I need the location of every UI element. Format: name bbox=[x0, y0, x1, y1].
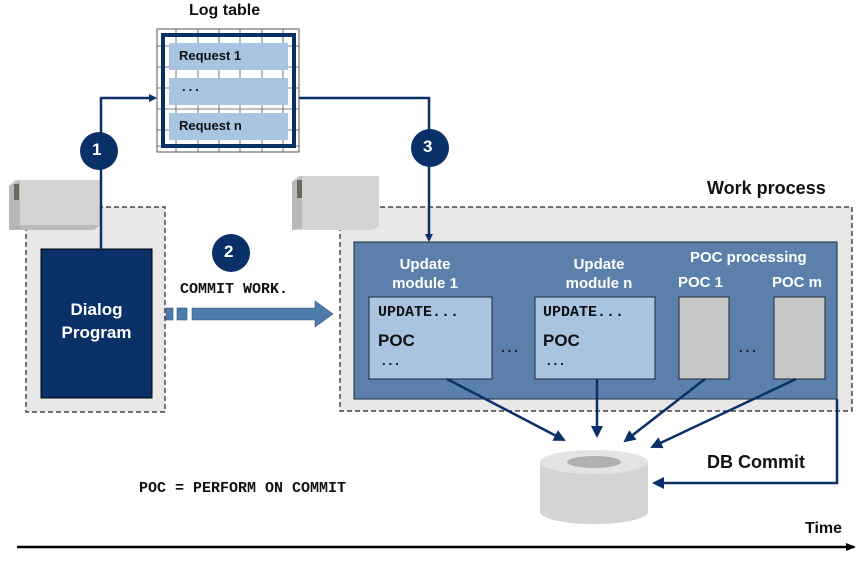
update-module-n-box bbox=[534, 296, 656, 380]
update-module-n-more: ... bbox=[547, 353, 567, 368]
update-module-n-title-line-2: module n bbox=[565, 275, 633, 292]
poc-1-box bbox=[678, 296, 730, 380]
update-module-n-title-line-1: Update bbox=[573, 256, 625, 273]
commit-work-label: COMMIT WORK. bbox=[180, 281, 289, 298]
server-icon bbox=[292, 176, 379, 230]
update-module-1-title: Update module 1 bbox=[369, 255, 481, 293]
log-row-1 bbox=[169, 43, 288, 70]
poc-processing-title: POC processing bbox=[690, 249, 807, 266]
log-row-2 bbox=[169, 78, 288, 105]
dialog-program-box bbox=[40, 248, 153, 399]
connector-step-3 bbox=[299, 96, 433, 242]
db-commit-label: DB Commit bbox=[707, 452, 805, 472]
dialog-program-label: Dialog Program bbox=[41, 298, 152, 344]
log-table bbox=[156, 28, 300, 153]
poc-ellipsis: ... bbox=[739, 340, 759, 355]
poc-1-label: POC 1 bbox=[678, 274, 724, 291]
log-row-3 bbox=[169, 113, 288, 140]
log-row-label: ... bbox=[182, 79, 202, 94]
step-2-badge bbox=[212, 234, 250, 272]
poc-m-label: POC m bbox=[772, 274, 823, 291]
dialog-program-line-1: Dialog bbox=[70, 300, 123, 319]
step-3-badge bbox=[411, 129, 449, 167]
database-icon bbox=[540, 450, 648, 524]
log-row-label: Request 1 bbox=[179, 48, 242, 63]
update-module-1-poc: POC bbox=[378, 331, 415, 350]
poc-legend: POC = PERFORM ON COMMIT bbox=[139, 480, 347, 497]
db-commit-connector bbox=[652, 399, 839, 489]
poc-m-box bbox=[773, 296, 826, 380]
update-module-1-box bbox=[368, 296, 493, 380]
update-module-n-poc: POC bbox=[543, 331, 580, 350]
work-process-title: Work process bbox=[707, 178, 826, 198]
modules-ellipsis: ... bbox=[501, 340, 521, 355]
step-1-badge bbox=[80, 132, 118, 170]
update-module-1-code: UPDATE... bbox=[378, 304, 460, 321]
step-1-number: 1 bbox=[92, 140, 102, 159]
dialog-program-line-2: Program bbox=[61, 323, 132, 342]
arrow-module-1-to-db bbox=[446, 377, 566, 442]
step-3-number: 3 bbox=[423, 137, 433, 156]
log-table-title: Log table bbox=[189, 2, 261, 19]
server-icon bbox=[9, 180, 100, 230]
update-module-1-more: ... bbox=[382, 353, 402, 368]
commit-work-arrow bbox=[165, 300, 334, 328]
connector-step-1 bbox=[99, 94, 157, 249]
update-module-n-code: UPDATE... bbox=[543, 304, 625, 321]
update-module-1-title-line-1: Update bbox=[399, 256, 451, 273]
update-module-n-title: Update module n bbox=[543, 255, 655, 293]
arrow-poc-1-to-db bbox=[623, 378, 706, 443]
time-label: Time bbox=[805, 520, 843, 537]
log-row-label: Request n bbox=[179, 118, 242, 133]
step-2-number: 2 bbox=[224, 242, 234, 261]
arrow-poc-m-to-db bbox=[650, 377, 797, 449]
update-module-1-title-line-2: module 1 bbox=[392, 275, 458, 292]
